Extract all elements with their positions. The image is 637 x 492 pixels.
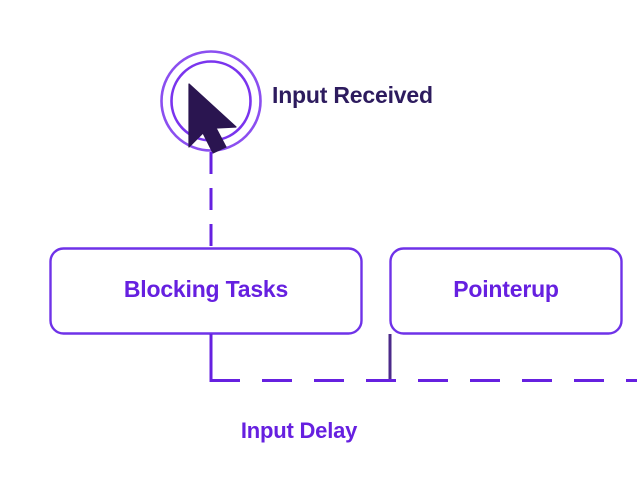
input-received-outer-ring — [160, 50, 262, 152]
input-received-node[interactable] — [161, 51, 261, 151]
blocking-tasks-box[interactable] — [49, 247, 363, 335]
pointerup-box[interactable] — [389, 247, 623, 335]
mouse-cursor-icon — [188, 83, 237, 154]
